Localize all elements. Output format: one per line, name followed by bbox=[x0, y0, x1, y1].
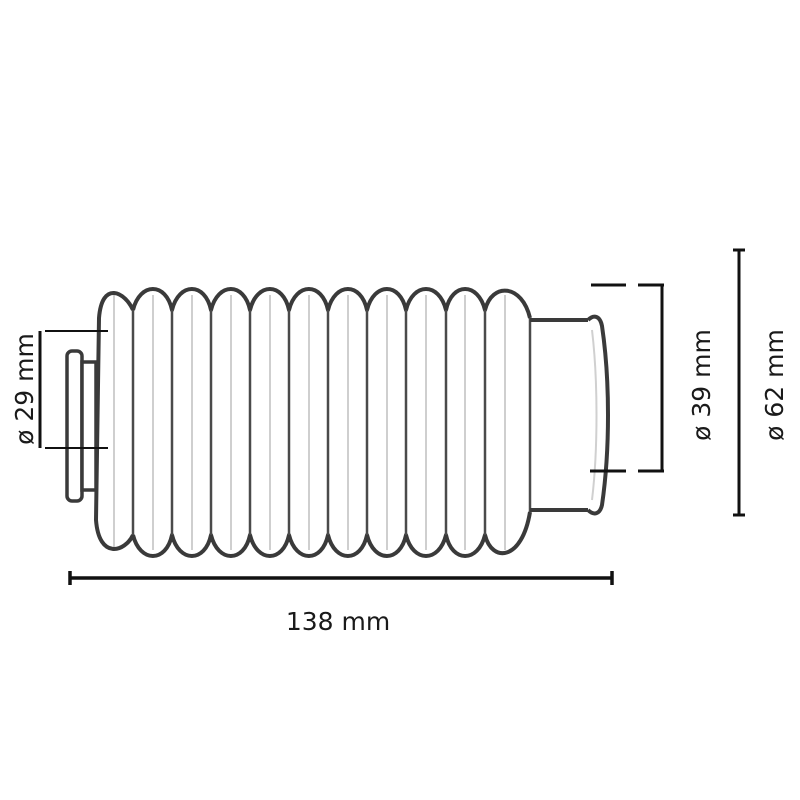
neck-diameter-dimension-line bbox=[590, 283, 664, 473]
small-diameter-label: ø 29 mm bbox=[10, 333, 39, 445]
small-diameter-dimension-line bbox=[38, 330, 108, 449]
small-end-nozzle bbox=[65, 349, 98, 503]
outer-diameter-dimension-line bbox=[733, 248, 745, 517]
length-label: 138 mm bbox=[286, 607, 390, 636]
neck-end bbox=[530, 314, 610, 516]
convolution-center-lines bbox=[113, 295, 506, 550]
length-dimension-line bbox=[68, 571, 614, 585]
neck-inner-highlight bbox=[591, 329, 598, 501]
outer-diameter-label: ø 62 mm bbox=[760, 329, 789, 441]
neck-diameter-label: ø 39 mm bbox=[687, 329, 716, 441]
convolution-valley-lines bbox=[131, 310, 532, 535]
